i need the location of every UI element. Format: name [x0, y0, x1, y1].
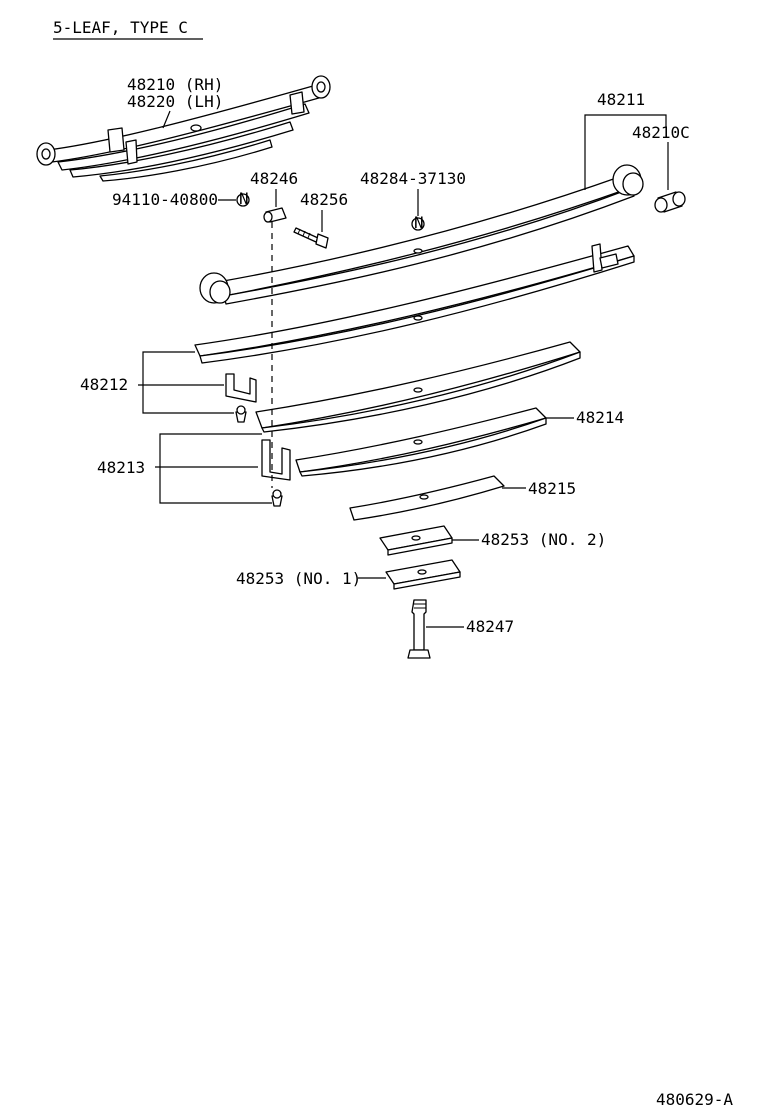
- svg-text:N: N: [414, 213, 424, 232]
- label-nut-code: 94110-40800: [112, 190, 218, 209]
- label-leaf-no1: 48211: [597, 90, 645, 109]
- leader-leaf-no1: [584, 114, 667, 190]
- label-bushing: 48210C: [632, 123, 690, 142]
- clip-a-illustration: [225, 373, 257, 423]
- leaf-no2-illustration: [194, 243, 635, 364]
- spring-assembly-illustration: [36, 75, 331, 182]
- diagram-title: 5-LEAF, TYPE C: [53, 18, 188, 37]
- bolt-illustration: [293, 227, 329, 249]
- n-mark-icon-2: N: [411, 213, 425, 232]
- bushing-illustration: [654, 191, 686, 213]
- label-center-bolt: 48247: [466, 617, 514, 636]
- label-spring-rh: 48210 (RH): [127, 75, 223, 94]
- leaf-no1-illustration: [199, 164, 644, 305]
- leader-clip-a: [142, 351, 234, 414]
- label-clip-a: 48212: [80, 375, 128, 394]
- leaf-no3-illustration: [255, 341, 581, 433]
- label-clip-b: 48213: [97, 458, 145, 477]
- leader-clip-b: [159, 433, 272, 504]
- leaf-no5-illustration: [349, 475, 505, 521]
- pin-illustration: [263, 207, 287, 223]
- svg-text:N: N: [239, 189, 249, 208]
- spacer-no2-illustration: [379, 525, 453, 556]
- label-leaf-no5: 48215: [528, 479, 576, 498]
- label-insert-code: 48284-37130: [360, 169, 466, 188]
- label-bolt: 48256: [300, 190, 348, 209]
- clip-b-illustration: [261, 439, 291, 507]
- label-spacer-no1: 48253 (NO. 1): [236, 569, 361, 588]
- leader-spring: [162, 110, 171, 129]
- label-leaf-no4: 48214: [576, 408, 624, 427]
- center-bolt-illustration: [407, 599, 431, 659]
- label-spacer-no2: 48253 (NO. 2): [481, 530, 606, 549]
- spacer-no1-illustration: [385, 559, 461, 590]
- label-spring-lh: 48220 (LH): [127, 92, 223, 111]
- n-mark-icon: N: [236, 189, 250, 208]
- label-pin: 48246: [250, 169, 298, 188]
- figure-code: 480629-A: [656, 1090, 733, 1109]
